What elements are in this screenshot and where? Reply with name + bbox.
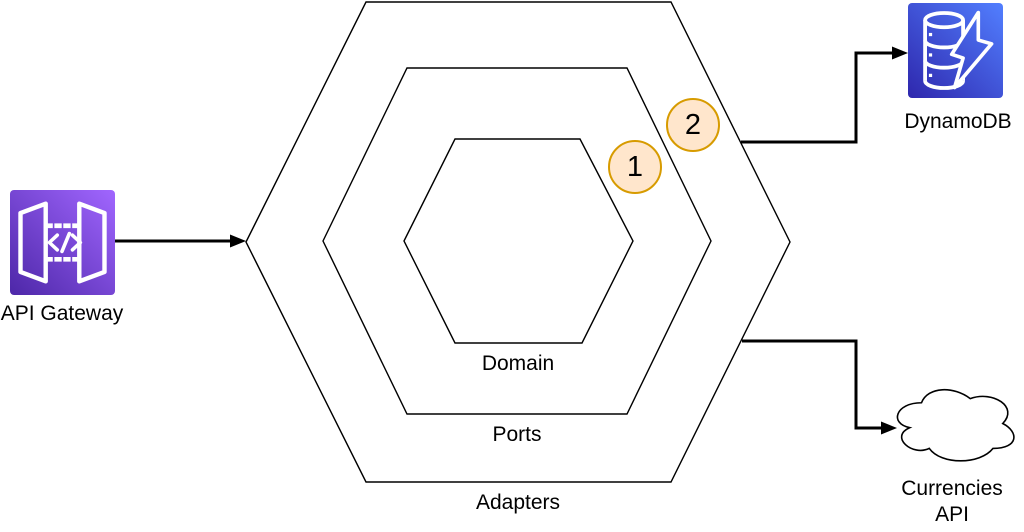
- api-gateway-label: API Gateway: [0, 302, 124, 325]
- domain-layer-label: Domain: [481, 352, 555, 375]
- currencies-api-label-line1: Currencies: [901, 477, 1003, 500]
- currencies-api-label-line2: API: [935, 503, 969, 526]
- step-badge-1-number: 1: [626, 150, 644, 183]
- dynamodb-node: [908, 3, 1003, 98]
- currencies-api-label: Currencies API: [884, 476, 1020, 528]
- gateway-right-door: [77, 201, 107, 284]
- arrow-adapters-to-currencies-api: [742, 339, 897, 435]
- api-gateway-node: [10, 190, 115, 295]
- arrow-apigateway-to-adapters: [115, 234, 246, 248]
- dynamodb-icon: [923, 10, 994, 90]
- database-dots: [928, 32, 933, 78]
- step-badge-1: 1: [608, 140, 662, 194]
- gateway-left-door: [18, 201, 48, 284]
- dynamodb-label: DynamoDB: [904, 110, 1012, 133]
- api-gateway-icon: [18, 201, 107, 284]
- code-brackets-glyph: [47, 231, 83, 254]
- step-badge-2: 2: [666, 98, 720, 152]
- step-badge-2-number: 2: [684, 108, 702, 141]
- adapters-layer-label: Adapters: [475, 491, 561, 514]
- hexagon-domain: [403, 138, 634, 344]
- ports-layer-label: Ports: [492, 423, 542, 446]
- lightning-bolt-icon: [949, 10, 994, 90]
- arrow-adapters-to-dynamodb: [741, 46, 908, 144]
- cloud-icon: [896, 388, 1015, 462]
